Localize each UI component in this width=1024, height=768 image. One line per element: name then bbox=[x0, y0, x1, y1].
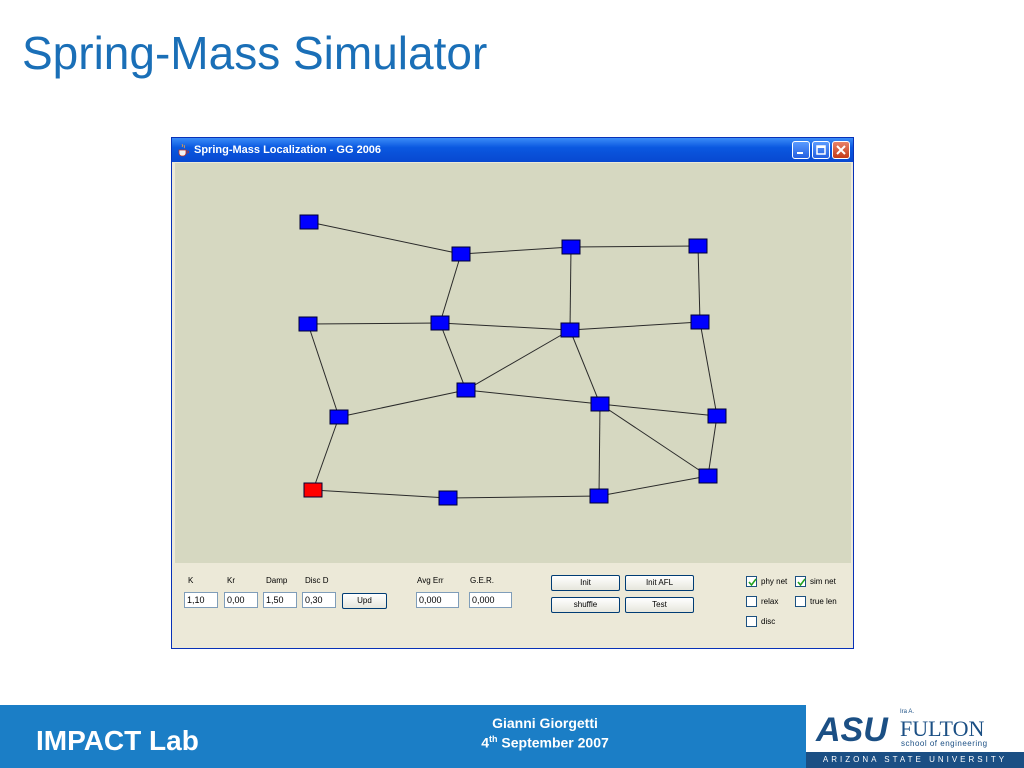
spring-edge bbox=[308, 221, 462, 255]
mass-node[interactable] bbox=[430, 315, 450, 331]
maximize-icon bbox=[816, 145, 826, 155]
kr-input[interactable]: 0,00 bbox=[224, 592, 258, 608]
mass-node[interactable] bbox=[707, 408, 727, 424]
k-label: K bbox=[188, 576, 194, 585]
logo-university-text: ARIZONA STATE UNIVERSITY bbox=[806, 752, 1024, 768]
window-title: Spring-Mass Localization - GG 2006 bbox=[194, 144, 382, 156]
window-titlebar[interactable]: Spring-Mass Localization - GG 2006 bbox=[172, 138, 853, 162]
avgerr-field[interactable]: 0,000 bbox=[416, 592, 459, 608]
close-icon bbox=[836, 145, 846, 155]
date-month-year: September 2007 bbox=[497, 734, 609, 751]
asu-logo-text: ASU bbox=[815, 711, 889, 746]
date-day: 4 bbox=[481, 734, 489, 751]
minimize-icon bbox=[797, 152, 803, 154]
discd-label: Disc D bbox=[305, 576, 329, 585]
truelen-checkbox[interactable] bbox=[795, 596, 806, 607]
presentation-date: 4th September 2007 bbox=[440, 734, 650, 751]
init-button[interactable]: Init bbox=[551, 575, 620, 591]
mass-node[interactable] bbox=[456, 382, 476, 398]
simulation-canvas[interactable] bbox=[175, 163, 851, 563]
phynet-checkbox[interactable] bbox=[746, 576, 757, 587]
ger-field[interactable]: 0,000 bbox=[469, 592, 512, 608]
asu-fulton-logo: ASU Ira A. FULTON school of engineering … bbox=[806, 705, 1024, 768]
phynet-label: phy net bbox=[761, 577, 788, 586]
close-button[interactable] bbox=[832, 141, 850, 159]
mass-node[interactable] bbox=[590, 396, 610, 412]
spring-edge bbox=[439, 322, 467, 391]
kr-label: Kr bbox=[227, 576, 235, 585]
spring-edge bbox=[447, 495, 600, 499]
spring-edge bbox=[699, 321, 718, 417]
checkmark-icon bbox=[797, 578, 806, 587]
spring-edge bbox=[570, 245, 699, 248]
spring-edge bbox=[598, 475, 709, 497]
lab-name: IMPACT Lab bbox=[36, 725, 199, 756]
relax-checkbox[interactable] bbox=[746, 596, 757, 607]
mass-node[interactable] bbox=[329, 409, 349, 425]
minimize-button[interactable] bbox=[792, 141, 810, 159]
mass-node[interactable] bbox=[690, 314, 710, 330]
avgerr-label: Avg Err bbox=[417, 576, 444, 585]
checkmark-icon bbox=[748, 578, 757, 587]
slide-title: Spring-Mass Simulator bbox=[22, 27, 488, 79]
logo-school-text: school of engineering bbox=[901, 739, 988, 748]
app-window: Spring-Mass Localization - GG 2006 K Kr … bbox=[171, 137, 854, 649]
mass-node[interactable] bbox=[561, 239, 581, 255]
spring-edge bbox=[569, 329, 601, 405]
footer-bar: IMPACT Lab Gianni Giorgetti 4th Septembe… bbox=[0, 705, 1024, 768]
spring-edge bbox=[569, 321, 701, 331]
logo-fulton-text: FULTON bbox=[900, 716, 985, 741]
init-afl-button[interactable]: Init AFL bbox=[625, 575, 694, 591]
spring-edge bbox=[598, 403, 601, 497]
spring-edge bbox=[307, 322, 441, 325]
mass-node[interactable] bbox=[688, 238, 708, 254]
spring-edge bbox=[307, 323, 340, 418]
presenter-name: Gianni Giorgetti bbox=[492, 715, 598, 731]
spring-edge bbox=[707, 415, 718, 477]
spring-edge bbox=[697, 245, 701, 323]
control-panel: K Kr Damp Disc D 1,10 0,00 1,50 0,30 Upd… bbox=[175, 563, 851, 646]
spring-edge bbox=[569, 246, 572, 331]
mass-node[interactable] bbox=[698, 468, 718, 484]
ger-label: G.E.R. bbox=[470, 576, 495, 585]
spring-edge bbox=[465, 389, 601, 405]
spring-edge bbox=[312, 416, 340, 491]
mass-node[interactable] bbox=[299, 214, 319, 230]
shuffle-button[interactable]: shuffle bbox=[551, 597, 620, 613]
spring-edge bbox=[465, 329, 571, 391]
spring-edge bbox=[599, 403, 709, 477]
asu-logo-icon: ASU bbox=[815, 711, 889, 746]
anchor-node[interactable] bbox=[303, 482, 323, 498]
spring-edge bbox=[439, 322, 571, 331]
mass-node[interactable] bbox=[451, 246, 471, 262]
damp-input[interactable]: 1,50 bbox=[263, 592, 297, 608]
mass-node[interactable] bbox=[589, 488, 609, 504]
mass-node[interactable] bbox=[560, 322, 580, 338]
date-suffix: th bbox=[489, 734, 498, 744]
disc-checkbox[interactable] bbox=[746, 616, 757, 627]
spring-edge bbox=[599, 403, 718, 417]
spring-edge bbox=[439, 253, 462, 324]
discd-input[interactable]: 0,30 bbox=[302, 592, 336, 608]
logo-ira-text: Ira A. bbox=[900, 709, 915, 715]
maximize-button[interactable] bbox=[812, 141, 830, 159]
simnet-label: sim net bbox=[810, 577, 836, 586]
test-button[interactable]: Test bbox=[625, 597, 694, 613]
truelen-label: true len bbox=[810, 597, 837, 606]
damp-label: Damp bbox=[266, 576, 288, 585]
k-input[interactable]: 1,10 bbox=[184, 592, 218, 608]
upd-button[interactable]: Upd bbox=[342, 593, 387, 609]
mass-node[interactable] bbox=[438, 490, 458, 506]
spring-edge bbox=[460, 246, 572, 255]
simnet-checkbox[interactable] bbox=[795, 576, 806, 587]
spring-edge bbox=[312, 489, 449, 499]
mass-node[interactable] bbox=[298, 316, 318, 332]
java-cup-icon bbox=[178, 143, 189, 157]
disc-label: disc bbox=[761, 617, 776, 626]
relax-label: relax bbox=[761, 597, 779, 606]
spring-edge bbox=[338, 389, 467, 418]
